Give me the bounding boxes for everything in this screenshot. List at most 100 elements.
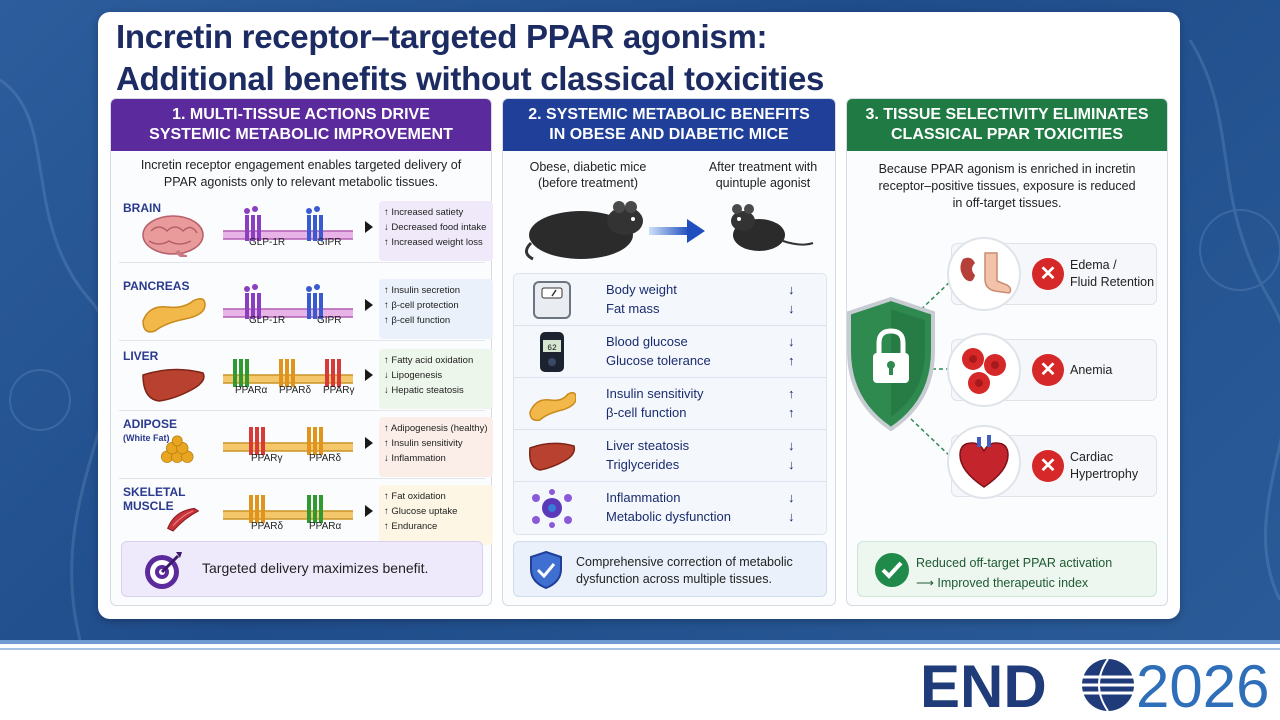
effect-item: ↓ Lipogenesis [384,370,443,381]
benefit-arrow: ↓ [788,457,795,472]
panel1-intro-line2: PPAR agonists only to relevant metabolic… [163,175,439,189]
panel-tissue-selectivity: 3. TISSUE SELECTIVITY ELIMINATES CLASSIC… [846,98,1168,606]
effect-item: ↓ Inflammation [384,453,446,464]
effect-item: ↑ Increased satiety [384,207,464,218]
panel1-heading: 1. MULTI-TISSUE ACTIONS DRIVE SYSTEMIC M… [111,99,491,151]
benefit-label: Inflammation [606,490,681,505]
toxicity-label: Anemia [1070,362,1112,379]
tissue-name-main: SKELETAL [123,485,186,499]
benefit-label: β-cell function [606,405,687,420]
panel3-intro-line3: in off-target tissues. [952,196,1062,210]
benefit-label: Liver steatosis [606,438,690,453]
effect-item: ↑ Adipogenesis (healthy) [384,423,488,434]
panel-systemic-benefits: 2. SYSTEMIC METABOLIC BENEFITS IN OBESE … [502,98,836,606]
effect-item: ↑ Fatty acid oxidation [384,355,474,366]
glucometer-icon: 62 [540,332,564,372]
benefit-row: Liver steatosis ↓ Triglycerides ↓ [514,430,826,482]
effect-item: ↑ β-cell protection [384,300,459,311]
benefit-label: Body weight [606,282,677,297]
panel1-heading-line2: SYSTEMIC METABOLIC IMPROVEMENT [149,126,453,143]
benefits-list: Body weight ↓ Fat mass ↓ 62 Blood glucos… [513,273,827,535]
lean-mouse-icon [731,204,814,251]
panel3-intro-line2: receptor–positive tissues, exposure is r… [878,179,1136,193]
toxicity-label: Cardiac Hypertrophy [1070,449,1138,483]
toxicity-label-line1: Cardiac [1070,450,1114,464]
panel1-footer: Targeted delivery maximizes benefit. [121,541,483,597]
toxicity-label: Edema / Fluid Retention [1070,257,1154,291]
benefit-arrow: ↓ [788,282,795,297]
receptor-label: GLP-1R [249,237,286,248]
red-blood-cells-icon [947,333,1021,407]
benefit-label: Insulin sensitivity [606,386,704,401]
panel3-footer-line2: ⟶ Improved therapeutic index [916,576,1089,590]
arrow-right-icon [365,221,373,233]
receptor-membrane-icon [223,495,353,523]
receptor-label: PPARα [309,521,342,532]
panel3-intro-line1: Because PPAR agonism is enriched in incr… [878,162,1136,176]
x-icon: ✕ [1032,450,1064,482]
benefit-row: Body weight ↓ Fat mass ↓ [514,274,826,326]
benefit-arrow: ↓ [788,509,795,524]
liver-icon [528,442,576,471]
tissue-name: PANCREAS [123,279,190,293]
adipose-icon [160,435,194,463]
panel3-intro: Because PPAR agonism is enriched in incr… [847,161,1167,212]
receptor-label: PPARα [235,385,268,396]
before-label-line1: Obese, diabetic mice [529,160,647,174]
logo-text-year: 2026 [1136,655,1269,715]
tissue-name: SKELETAL MUSCLE [123,485,185,513]
logo-globe-icon [1082,658,1134,712]
benefit-row: 62 Blood glucose ↓ Glucose tolerance ↑ [514,326,826,378]
panel3-footer: Reduced off-target PPAR activation ⟶ Imp… [857,541,1157,597]
after-label-line2: quintuple agonist [715,176,811,190]
benefit-arrow: ↑ [788,386,795,401]
effect-item: ↓ Hepatic steatosis [384,385,464,396]
receptor-label: GLP-1R [249,315,286,326]
page-title: Incretin receptor–targeted PPAR agonism:… [116,16,1116,100]
panel2-footer-line2: dysfunction across multiple tissues. [576,572,772,586]
receptor-label: PPARγ [323,385,355,396]
divider-stripe [0,640,1280,644]
panel2-heading-line2: IN OBESE AND DIABETIC MICE [549,126,789,143]
benefit-label: Blood glucose [606,334,688,349]
receptor-membrane-icon [223,359,353,387]
tissue-row-brain: BRAIN GLP-1R GIPR ↑ Increased satiety ↓ … [119,199,493,263]
effect-item: ↑ Insulin sensitivity [384,438,463,449]
tissue-row-adipose: ADIPOSE (White Fat) PPARγ PPARδ ↑ Adipog… [119,415,493,479]
liver-icon [142,368,205,402]
receptor-label: GIPR [317,315,342,326]
tissue-name: ADIPOSE (White Fat) [123,417,177,445]
before-label-line2: (before treatment) [537,176,639,190]
benefit-arrow: ↓ [788,490,795,505]
benefit-label: Metabolic dysfunction [606,509,732,524]
effect-item: ↑ Fat oxidation [384,491,446,502]
tissue-name-sub: MUSCLE [123,499,174,513]
panel2-heading-line1: 2. SYSTEMIC METABOLIC BENEFITS [528,106,810,123]
benefit-arrow: ↓ [788,334,795,349]
tissue-name-main: ADIPOSE [123,417,178,431]
benefit-arrow: ↑ [788,405,795,420]
receptor-label: GIPR [317,237,342,248]
tissue-name-sub: (White Fat) [123,433,170,443]
benefit-arrow: ↓ [788,438,795,453]
tissue-row-liver: LIVER PPARα PPARδ PPARγ ↑ Fatty acid oxi… [119,347,493,411]
benefit-arrow: ↓ [788,301,795,316]
scale-icon [533,281,571,319]
pancreas-icon [529,391,576,422]
title-line-2: Additional benefits without classical to… [116,60,825,97]
panel2-heading: 2. SYSTEMIC METABOLIC BENEFITS IN OBESE … [503,99,835,151]
glucometer-readout: 62 [547,344,557,353]
panel3-footer-text: Reduced off-target PPAR activation ⟶ Imp… [916,553,1112,593]
x-icon: ✕ [1032,354,1064,386]
shield-check-icon [530,550,562,590]
pancreas-icon [142,298,206,333]
benefit-label: Glucose tolerance [606,353,711,368]
receptor-membrane-icon [223,206,353,241]
benefit-row: Inflammation ↓ Metabolic dysfunction ↓ [514,482,826,534]
obese-mouse-icon [525,201,643,261]
panel3-heading-line1: 3. TISSUE SELECTIVITY ELIMINATES [865,106,1149,123]
panel2-footer-text: Comprehensive correction of metabolic dy… [576,554,793,588]
logo-text-end: END [920,655,1047,715]
receptor-label: PPARδ [251,521,284,532]
tissue-row-pancreas: PANCREAS GLP-1R GIPR ↑ Insulin secretion… [119,277,493,341]
